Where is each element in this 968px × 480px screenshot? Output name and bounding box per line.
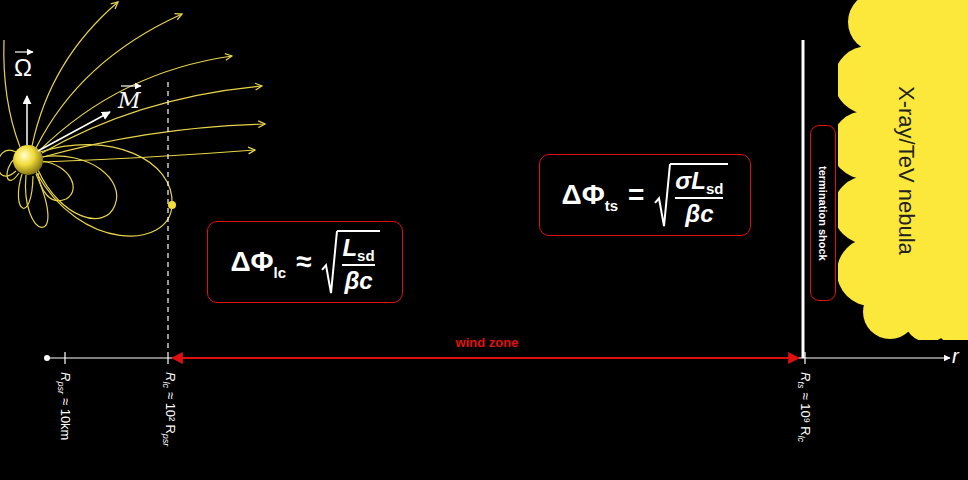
field-line bbox=[32, 2, 118, 146]
potential-symbol: ΔΦ bbox=[562, 179, 605, 210]
fraction: σLsd βc bbox=[675, 167, 723, 227]
field-loop bbox=[36, 145, 172, 236]
subscript: psr bbox=[56, 381, 66, 394]
field-line bbox=[43, 150, 255, 162]
radicand: σLsd βc bbox=[670, 163, 728, 227]
moment-label-group: M bbox=[118, 90, 141, 112]
radius-axis bbox=[47, 357, 950, 358]
label-text: R bbox=[163, 424, 178, 433]
formula-box: ΔΦts = σLsd βc bbox=[539, 154, 752, 236]
wind-zone-arrow bbox=[172, 357, 799, 359]
symbol: ΔΦts bbox=[562, 179, 618, 211]
label-text: ≈ 10⁹ bbox=[798, 392, 813, 423]
subscript: lc bbox=[796, 436, 806, 443]
shock-line bbox=[802, 40, 805, 358]
operator: = bbox=[628, 179, 644, 211]
field-loop bbox=[38, 156, 117, 219]
potential-symbol: ΔΦ bbox=[230, 246, 273, 277]
label-text: R bbox=[163, 372, 178, 381]
field-line bbox=[42, 86, 262, 153]
label-text: Ω bbox=[14, 54, 32, 81]
formula: ΔΦts = σLsd βc bbox=[562, 163, 729, 227]
subscript: ts bbox=[605, 197, 618, 214]
denominator-symbol: βc bbox=[685, 200, 713, 227]
zone-label-group: wind zone bbox=[456, 336, 519, 349]
axis-label-group: r bbox=[952, 346, 959, 366]
subscript: psr bbox=[161, 434, 171, 447]
field-loop bbox=[25, 174, 47, 227]
label-text: r bbox=[952, 345, 959, 367]
field-lines bbox=[0, 2, 265, 236]
magnetic-moment-arrow bbox=[38, 112, 110, 151]
field-loop bbox=[38, 161, 73, 201]
cloud-text-holder: X-ray/TeV nebula bbox=[838, 0, 968, 340]
square-root: Lsd βc bbox=[321, 230, 379, 294]
termination-shock-box: termination shock bbox=[810, 125, 836, 302]
fraction: Lsd βc bbox=[342, 234, 374, 294]
pulsar bbox=[13, 145, 43, 175]
radical-stroke bbox=[655, 164, 670, 226]
radical-sign bbox=[654, 163, 670, 227]
axis-origin bbox=[44, 355, 50, 361]
cloud-body bbox=[874, 0, 968, 322]
spin-axis-arrow bbox=[26, 96, 28, 145]
radical-sign bbox=[321, 230, 337, 294]
radius-label-group: Rlc ≈ 10² Rpsr bbox=[161, 372, 178, 446]
nebula-label: X-ray/TeV nebula bbox=[893, 86, 919, 255]
subscript: lc bbox=[161, 381, 171, 388]
denominator: βc bbox=[685, 200, 713, 228]
label-text: ≈ 10² bbox=[163, 392, 178, 422]
field-line bbox=[36, 14, 182, 148]
subscript: lc bbox=[274, 264, 287, 281]
formula: ΔΦlc ≈ Lsd βc bbox=[230, 230, 379, 294]
spin-label-group: Ω bbox=[14, 56, 32, 80]
radicand: Lsd βc bbox=[337, 230, 379, 294]
numerator-symbol: L bbox=[342, 234, 357, 261]
numerator: Lsd bbox=[342, 234, 374, 262]
label-text: R bbox=[798, 426, 813, 435]
denominator: βc bbox=[344, 267, 372, 295]
nebula-cloud: X-ray/TeV nebula bbox=[838, 0, 968, 340]
label-text: wind zone bbox=[456, 335, 519, 350]
label-text: R bbox=[798, 372, 813, 381]
radius-label-group: Rpsr ≈ 10km bbox=[56, 372, 73, 440]
axis-tick bbox=[167, 352, 168, 364]
subscript: sd bbox=[357, 247, 375, 264]
radical-stroke bbox=[322, 231, 337, 293]
light-cylinder-line bbox=[167, 82, 168, 352]
formula-box: ΔΦlc ≈ Lsd βc bbox=[207, 221, 402, 303]
symbol: ΔΦlc bbox=[230, 246, 286, 278]
shock-label: termination shock bbox=[817, 166, 829, 261]
numerator-symbol: σL bbox=[675, 167, 706, 194]
operator: ≈ bbox=[296, 246, 311, 278]
axis-tick bbox=[804, 352, 805, 364]
numerator: σLsd bbox=[675, 167, 723, 195]
radius-label-group: Rts ≈ 10⁹ Rlc bbox=[796, 372, 813, 442]
square-root: σLsd βc bbox=[654, 163, 728, 227]
axis-tick bbox=[64, 352, 65, 364]
subscript: sd bbox=[706, 180, 724, 197]
denominator-symbol: βc bbox=[344, 267, 372, 294]
label-text: M bbox=[118, 88, 141, 113]
label-text: R bbox=[58, 372, 73, 381]
light-cylinder-dot bbox=[168, 201, 176, 209]
label-text: ≈ 10km bbox=[58, 398, 73, 441]
vector-overarrow bbox=[121, 85, 141, 86]
subscript: ts bbox=[796, 381, 806, 388]
vector-overarrow bbox=[15, 51, 33, 52]
